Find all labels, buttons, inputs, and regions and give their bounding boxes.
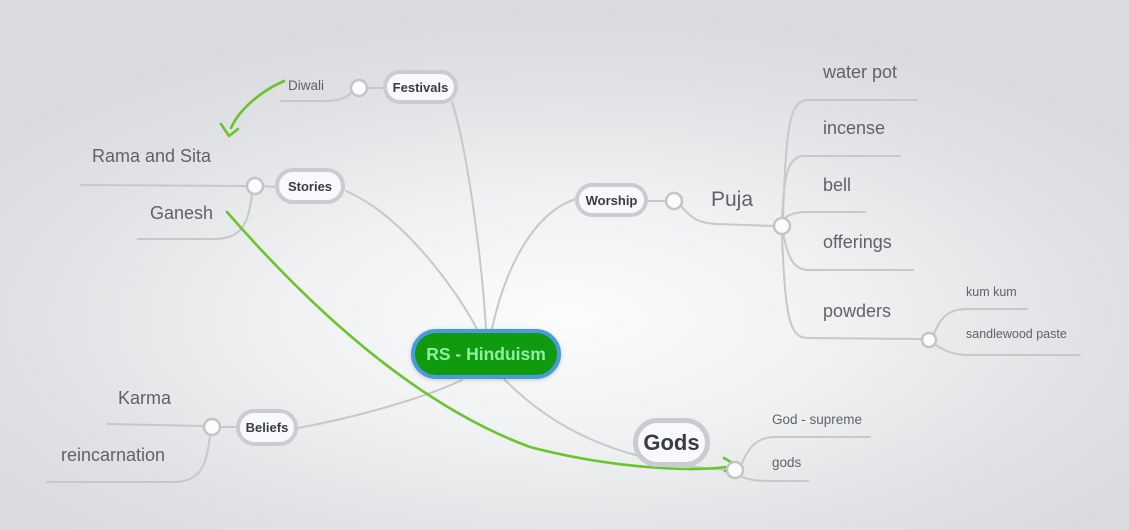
node-worship-label: Worship xyxy=(585,192,638,208)
node-bell[interactable]: bell xyxy=(823,175,852,195)
underline-incense xyxy=(781,155,901,219)
node-powders[interactable]: powders xyxy=(823,301,892,321)
node-offerings[interactable]: offerings xyxy=(823,232,892,252)
connector-worship-root xyxy=(491,198,577,330)
node-gods[interactable]: Gods xyxy=(633,418,710,467)
node-beliefs[interactable]: Beliefs xyxy=(236,409,298,446)
node-root-label: RS - Hinduism xyxy=(426,343,546,364)
node-reincarnation[interactable]: reincarnation xyxy=(61,445,166,465)
node-rama-and-sita[interactable]: Rama and Sita xyxy=(92,146,212,166)
node-worship[interactable]: Worship xyxy=(575,183,648,217)
node-stories-label: Stories xyxy=(287,178,333,194)
crosslink-ganesh-to-gods-arrow[interactable] xyxy=(225,210,728,471)
underline-reincarnation xyxy=(46,435,211,483)
node-kum-kum[interactable]: kum kum xyxy=(966,285,1017,299)
handle-gods-children[interactable] xyxy=(725,460,745,480)
underline-kum-kum xyxy=(933,308,1028,335)
node-incense[interactable]: incense xyxy=(823,118,886,138)
connector-beliefs-root xyxy=(297,379,463,429)
underline-bell xyxy=(782,211,866,221)
handle-beliefs-children[interactable] xyxy=(202,417,222,437)
underline-powders xyxy=(781,233,922,340)
underline-offerings xyxy=(782,231,914,271)
node-stories[interactable]: Stories xyxy=(275,168,345,204)
connector-festivals-root xyxy=(451,101,487,330)
node-sandlewood-paste[interactable]: sandlewood paste xyxy=(966,327,1067,341)
node-festivals-label: Festivals xyxy=(392,79,449,95)
handle-powders-children[interactable] xyxy=(920,331,938,349)
underline-karma xyxy=(106,423,206,427)
handle-festivals-children[interactable] xyxy=(349,78,369,98)
connector-stories-root xyxy=(345,190,478,330)
node-gods-plural[interactable]: gods xyxy=(772,455,802,470)
node-karma[interactable]: Karma xyxy=(118,388,172,408)
node-gods-label: Gods xyxy=(643,429,700,455)
handle-stories-children[interactable] xyxy=(245,176,265,196)
underline-sandlewood-paste xyxy=(935,344,1081,356)
node-beliefs-label: Beliefs xyxy=(245,420,289,435)
node-festivals[interactable]: Festivals xyxy=(383,70,458,104)
underline-diwali xyxy=(280,91,353,102)
node-ganesh[interactable]: Ganesh xyxy=(150,203,214,223)
node-root[interactable]: RS - Hinduism xyxy=(411,329,561,379)
node-god-supreme[interactable]: God - supreme xyxy=(772,412,863,427)
crosslink-diwali-arrowhead-icon xyxy=(219,122,240,138)
crosslink-diwali-to-rama-arrow[interactable] xyxy=(229,79,286,130)
node-puja[interactable]: Puja xyxy=(711,188,754,211)
underline-rama-and-sita xyxy=(80,184,249,187)
underline-gods-plural xyxy=(741,476,809,482)
handle-puja-children[interactable] xyxy=(772,216,792,236)
node-water-pot[interactable]: water pot xyxy=(823,62,898,82)
underline-god-supreme xyxy=(740,436,871,467)
handle-worship-children[interactable] xyxy=(664,191,684,211)
underline-ganesh xyxy=(137,194,253,240)
node-diwali[interactable]: Diwali xyxy=(288,78,325,93)
connector-worship-puja xyxy=(680,205,775,227)
